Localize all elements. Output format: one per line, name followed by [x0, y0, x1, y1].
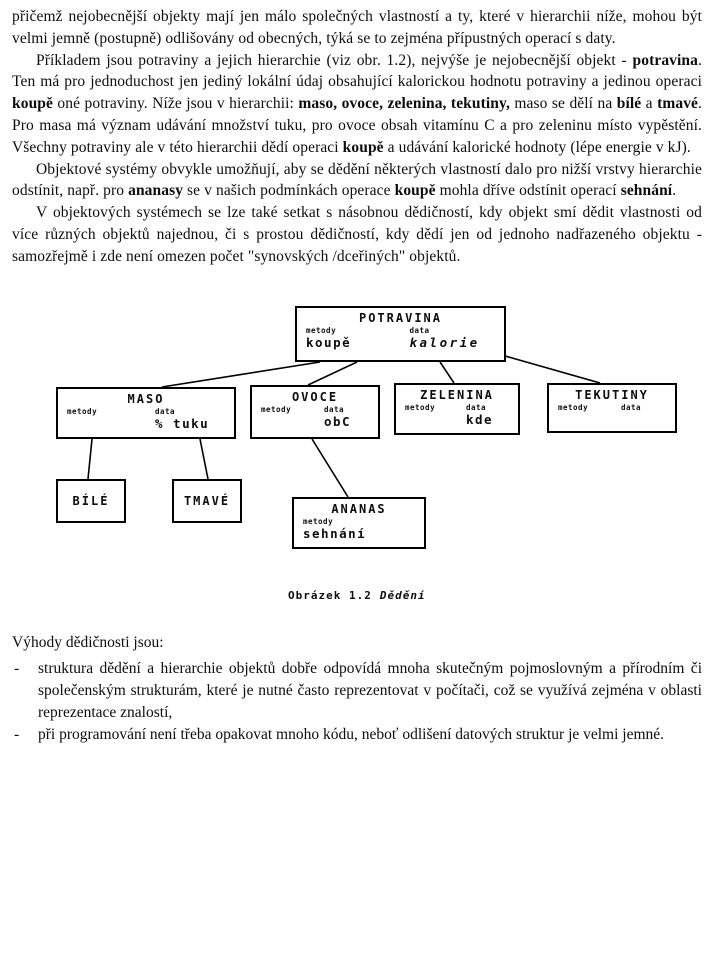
list-item-text: při programování není třeba opakovat mno… — [38, 725, 665, 743]
diagram-box-maso: MASO metody data % tuku — [56, 386, 236, 439]
box-title: MASO — [127, 391, 165, 406]
list-item: - struktura dědění a hierarchie objektů … — [12, 658, 702, 723]
box-title: POTRAVINA — [358, 310, 443, 325]
data-value: kde — [466, 411, 494, 427]
diagram-box-zelenina: ZELENINA metody data kde — [394, 382, 520, 435]
list-item: - při programování není třeba opakovat m… — [12, 724, 702, 746]
data-label: data — [621, 402, 642, 412]
list-item-marker: - — [14, 725, 20, 743]
data-value: % tuku — [155, 415, 210, 431]
data-label: data — [155, 406, 176, 416]
diagram-box-tekutiny: TEKUTINY metody data — [547, 382, 677, 433]
diagram-box-potravina: POTRAVINA metody koupě data kalorie — [295, 305, 506, 362]
methods-label: metody — [261, 404, 292, 414]
box-title: BÍLÉ — [72, 493, 110, 508]
box-title: TMAVÉ — [183, 493, 231, 508]
diagram-box-ananas: ANANAS metody sehnání — [292, 496, 426, 549]
box-title: OVOCE — [291, 389, 339, 404]
figure-caption: Obrázek 1.2 Dědění — [288, 589, 426, 602]
paragraph: V objektových systémech se lze také setk… — [12, 204, 702, 265]
diagram-box-tmave: TMAVÉ — [172, 478, 242, 523]
data-label: data — [466, 402, 487, 412]
methods-label: metody — [306, 325, 337, 335]
scanned-book-page: přičemž nejobecnější objekty mají jen má… — [12, 6, 702, 746]
data-value: kalorie — [409, 334, 480, 350]
list-item-marker: - — [14, 660, 20, 678]
methods-label: metody — [303, 516, 334, 526]
inheritance-diagram: POTRAVINA metody koupě data kalorie MASO… — [12, 296, 702, 622]
methods-label: metody — [405, 402, 436, 412]
list-item-text: struktura dědění a hierarchie objektů do… — [38, 660, 702, 721]
paragraph: přičemž nejobecnější objekty mají jen má… — [12, 8, 702, 47]
diagram-box-bile: BÍLÉ — [56, 478, 126, 523]
methods-label: metody — [67, 406, 98, 416]
data-value: obC — [324, 413, 352, 429]
diagram-box-ovoce: OVOCE metody data obC — [250, 384, 380, 439]
box-title: ZELENINA — [420, 387, 494, 402]
paragraph: Příkladem jsou potraviny a jejich hierar… — [12, 51, 703, 156]
advantages-section: Výhody dědičnosti jsou: - struktura dědě… — [12, 632, 702, 746]
figure-caption-title: Dědění — [379, 588, 426, 602]
methods-label: metody — [558, 402, 589, 412]
method-value: sehnání — [303, 525, 367, 541]
body-text: přičemž nejobecnější objekty mají jen má… — [12, 6, 702, 268]
method-value: koupě — [306, 334, 352, 350]
figure-caption-prefix: Obrázek 1.2 — [288, 588, 372, 602]
data-label: data — [324, 404, 345, 414]
paragraph: Objektové systémy obvykle umožňují, aby … — [12, 160, 702, 200]
data-label: data — [409, 325, 430, 335]
box-title: TEKUTINY — [575, 387, 649, 402]
advantages-intro: Výhody dědičnosti jsou: — [12, 633, 164, 651]
box-title: ANANAS — [331, 501, 387, 516]
